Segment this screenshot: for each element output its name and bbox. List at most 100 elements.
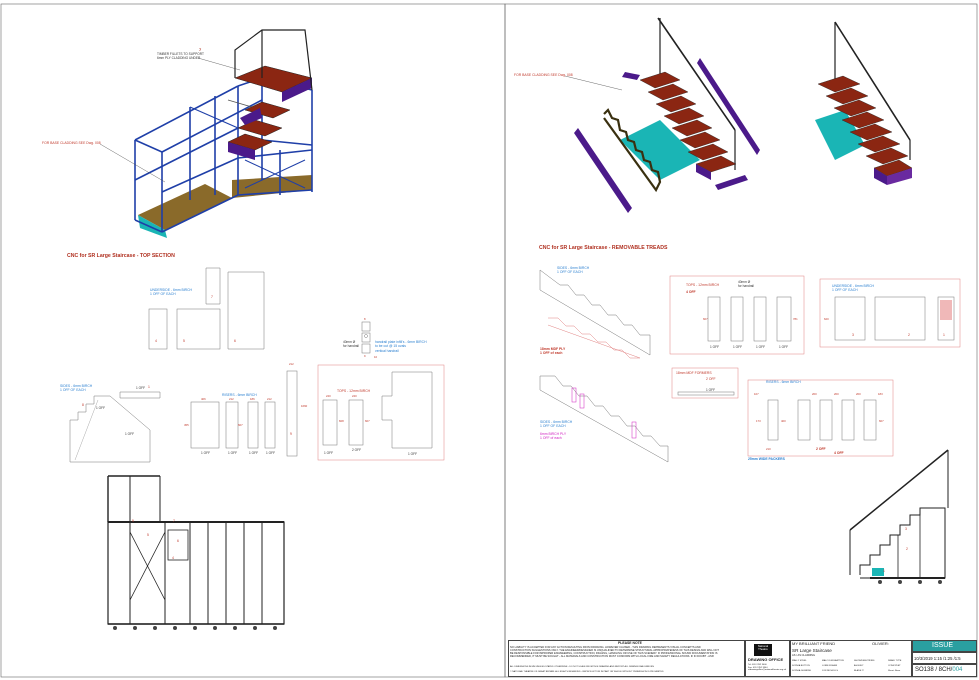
left-riser-h-2: 607: [238, 423, 243, 427]
people-row3-b: JON NICHOLLS: [822, 670, 838, 672]
formers-qty-2: 1 OFF: [706, 388, 716, 392]
right-packers: [571, 387, 637, 439]
left-top-qty-3: 1 OFF: [408, 452, 418, 456]
right-elev-num-3: 3: [905, 527, 907, 531]
left-riser-qty-4: 1 OFF: [266, 451, 276, 455]
left-top-qty-1: 1 OFF: [324, 451, 334, 455]
callout-leader: [197, 57, 241, 71]
people-row3-c: BLADE IT: [854, 670, 864, 672]
handrail-hole-label: 40mm Ø for handrail: [343, 340, 359, 348]
tops-group-box: [317, 364, 445, 461]
left-top-h-1: 828: [339, 419, 344, 423]
left-riser-num-9: 9: [290, 432, 292, 436]
formers-label: 18mm MDF FORMERS: [676, 371, 712, 375]
top-section-treads: [227, 29, 313, 160]
right-underside-box: [819, 278, 961, 348]
left-top-parts: [322, 371, 433, 449]
left-top-dim-2: 240: [352, 394, 357, 398]
right-elev-base: [872, 568, 884, 576]
right-tops-qty-label: 4 OFF: [686, 290, 696, 294]
disclaimer-text: NO LIABILITY IS ACCEPTED FOR ANY ACTION …: [510, 646, 720, 659]
right-underside-parts: [834, 296, 955, 341]
underside-label: UNDERSIDE - 6mm BIRCH 1 OFF OF EACH: [150, 288, 193, 297]
exploded-staircase: [574, 17, 760, 213]
part-num-7: 7: [211, 295, 213, 299]
elevation-wheels: [113, 626, 277, 630]
packers-note: 25mm WIDE PACKERS: [748, 457, 785, 461]
dwg-number-suffix: 004: [952, 667, 963, 673]
callout-timber-fillets: TIMBER FILLETS TO SUPPORT 6mm PLY CLADDI…: [157, 52, 204, 60]
people-row3-d: Sheet: None: [888, 670, 901, 672]
right-top-qty-1: 1 OFF: [710, 345, 720, 349]
left-tops-label: TOPS - 12mm BIRCH: [337, 389, 371, 393]
right-top-h-2: 781: [793, 317, 798, 321]
right-elev-wheels: [878, 580, 942, 584]
left-top-h-2: 607: [365, 419, 370, 423]
packers-label: 6mm BIRCH PLY 1 OFF of each: [540, 432, 567, 441]
underside-part-1-fill: [940, 300, 952, 320]
left-sides-qty-2: 1 OFF: [136, 386, 146, 390]
elev-num-9: 9: [132, 519, 134, 523]
handrail-plate-label: handrail plate infill's - 6mm BIRCH to b…: [375, 340, 427, 353]
right-risers-label: RISERS - 6mm BIRCH: [766, 380, 801, 384]
dwg-number-cell: [912, 664, 977, 677]
right-underside-height: 620: [824, 317, 829, 321]
tb-disclaimer-cell: [508, 640, 745, 677]
drawing-subtitle: AS / AS CLADDING: [792, 654, 816, 657]
left-sides-num-8: 8: [82, 403, 84, 407]
title-block: PLEASE NOTE NO LIABILITY IS ACCEPTED FOR…: [508, 640, 977, 677]
left-sides-qty-1: 1 OFF: [96, 406, 106, 410]
left-riser-h-3: 1660: [301, 404, 308, 408]
right-tops-label: TOPS - 12mm BIRCH: [686, 283, 720, 287]
issue-label: ISSUE: [932, 642, 954, 649]
callout-leader-right: [564, 75, 623, 91]
people-row2-a: SOPHIA BUTTON: [792, 665, 810, 667]
left-sides-num-1: 1: [148, 385, 150, 389]
left-top-dim-1: 240: [326, 394, 331, 398]
right-sides-parts: [539, 269, 669, 463]
right-riser-h-3: 607: [879, 419, 884, 423]
right-handrail-hole: 40mm Ø for handrail: [738, 280, 754, 288]
elev-num-4: 4: [172, 556, 174, 560]
left-sides-label: SIDES - 6mm BIRCH 1 OFF OF EACH: [60, 384, 93, 393]
left-sides-qty-3: 1 OFF: [125, 432, 135, 436]
issue-cell: [912, 640, 977, 652]
left-top-qty-2: 2 OFF: [352, 448, 362, 452]
left-risers-label: RISERS - 6mm BIRCH: [222, 393, 257, 397]
designer-label: OLIVIER:: [872, 641, 889, 646]
elev-num-6: 6: [177, 539, 179, 543]
right-riser-bottom: 210: [766, 447, 771, 451]
right-top-qty-4: 1 OFF: [779, 345, 789, 349]
right-riser-dim-4: 200: [856, 392, 861, 396]
drawing-title: SR Large Staircase: [792, 648, 832, 653]
callout-base-cladding: FOR BASE CLADDING SEE Dwg. 008: [42, 141, 101, 145]
people-row2-d: CONST/DET: [888, 665, 901, 667]
part-num-5: 5: [183, 339, 185, 343]
top-section-isometric: [134, 77, 313, 238]
right-tops-box: [669, 275, 805, 355]
handrail-num-8: 8: [364, 317, 366, 321]
left-riser-dim-4: 212: [267, 397, 272, 401]
left-riser-dim-5: 212: [289, 362, 294, 366]
right-riser-dim-3: 200: [834, 392, 839, 396]
elev-num-7: 7: [173, 519, 175, 523]
production-name: MY BRILLIANT FRIEND: [792, 641, 836, 646]
tb-info-cell: [790, 640, 912, 677]
right-riser-dim-5: 183: [878, 392, 883, 396]
handrail-plates: [361, 321, 371, 354]
top-section-title: CNC for SR Large Staircase - TOP SECTION: [67, 253, 175, 259]
dims-note: ALL DIMENSIONS IN MM UNLESS STATED OTHER…: [510, 666, 654, 668]
removable-treads-title: CNC for SR Large Staircase - REMOVABLE T…: [539, 245, 668, 251]
people-row3-a: SOPHIA GILBRIDE: [792, 670, 811, 672]
right-riser-qty-2: 4 OFF: [834, 451, 844, 455]
mdf-ply-label: 18mm MDF PLY 1 OFF of each: [540, 347, 566, 356]
please-note: PLEASE NOTE: [618, 641, 642, 645]
tb-office-cell: [745, 640, 790, 677]
right-risers-box: [747, 379, 894, 457]
right-callout-base: FOR BASE CLADDING SEE Dwg. 008: [514, 73, 573, 77]
left-sides-parts: [69, 391, 161, 463]
right-riser-qty-1: 2 OFF: [816, 447, 826, 451]
left-riser-qty-2: 1 OFF: [228, 451, 238, 455]
dwg-number-main: SO138 / 8CH/: [915, 667, 953, 673]
